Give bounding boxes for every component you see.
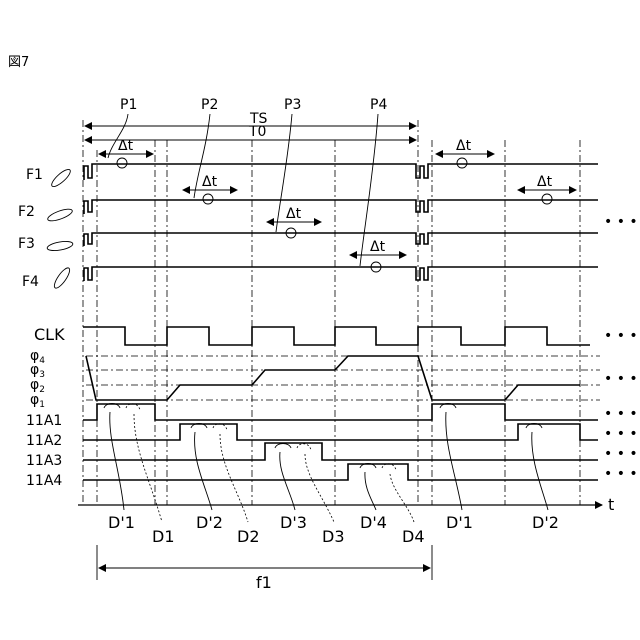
trace-11a2 [83, 424, 598, 440]
figure-id: 図7 [8, 55, 29, 70]
guide-lines [83, 120, 580, 505]
frame-traces [84, 164, 598, 281]
dots-11a2: • • • [604, 426, 638, 442]
electrode-label-11a3: 11A3 [26, 453, 62, 469]
trace-f2 [84, 200, 598, 214]
frame-label-f4: F4 [22, 274, 39, 290]
dt-brackets: Δt Δt Δt Δt Δt Δt [99, 138, 576, 255]
dt-label-3: Δt [286, 206, 302, 222]
label-d1: D1 [152, 527, 175, 546]
electrode-labels: 11A1 11A2 11A3 11A4 [26, 413, 62, 489]
dots-f: • • • [604, 214, 638, 230]
frame-label-f3: F3 [18, 236, 35, 252]
trace-f4 [84, 267, 598, 281]
pulse-label-p2: P2 [201, 97, 218, 113]
label-d-prime-1: D'1 [108, 513, 135, 532]
dots-clk: • • • [604, 328, 638, 344]
bottom-labels: D'1 D'2 D'3 D'4 D'1 D'2 D1 D2 D3 D4 [108, 513, 559, 546]
phi-labels: φ4 φ3 φ2 φ1 [30, 348, 45, 410]
electrode-traces [83, 404, 598, 480]
f1-period: f1 [97, 545, 432, 592]
trace-11a3 [83, 443, 598, 460]
f1-label: f1 [256, 573, 272, 592]
trace-11a1 [83, 404, 598, 420]
clk-label: CLK [34, 325, 65, 344]
label-d-prime-2b: D'2 [532, 513, 559, 532]
dots-11a3: • • • [604, 446, 638, 462]
label-d2: D2 [237, 527, 260, 546]
electrode-label-11a4: 11A4 [26, 473, 62, 489]
pulse-label-p1: P1 [120, 97, 137, 113]
lens-icon-f2 [46, 207, 73, 223]
continuation-dots: • • • • • • • • • • • • • • • • • • • • … [604, 214, 638, 482]
t0-label: T0 [248, 124, 266, 140]
trace-f1 [84, 164, 598, 180]
dots-11a1: • • • [604, 406, 638, 422]
frame-label-f1: F1 [26, 167, 43, 183]
trace-clk [83, 327, 590, 345]
trace-f3 [84, 233, 598, 246]
pulse-label-p4: P4 [370, 97, 387, 113]
lens-icon-f3 [47, 240, 74, 252]
label-d-prime-4: D'4 [360, 513, 387, 532]
pulse-labels: P1 P2 P3 P4 [108, 97, 387, 266]
time-axis-label: t [608, 495, 614, 514]
frame-label-f2: F2 [18, 204, 35, 220]
label-d4: D4 [402, 527, 425, 546]
lens-icon-f4 [52, 266, 72, 290]
electrode-label-11a1: 11A1 [26, 413, 62, 429]
label-d3: D3 [322, 527, 345, 546]
dt-label-4: Δt [370, 239, 386, 255]
pulse-circles [117, 158, 552, 272]
trace-11a4 [83, 464, 598, 480]
electrode-label-11a2: 11A2 [26, 433, 62, 449]
trace-phi [86, 356, 580, 400]
lens-icon-f1 [49, 167, 72, 189]
label-d-prime-1b: D'1 [446, 513, 473, 532]
dt-label-1: Δt [118, 138, 134, 154]
dt-label-6: Δt [537, 174, 553, 190]
frame-labels: F1 F2 F3 F4 [18, 167, 74, 290]
period-brackets: TS T0 [85, 111, 416, 140]
dt-label-5: Δt [456, 138, 472, 154]
pulse-label-p3: P3 [284, 97, 301, 113]
label-d-prime-3: D'3 [280, 513, 307, 532]
level-lines [86, 356, 600, 400]
dots-11a4: • • • [604, 466, 638, 482]
dots-phi: • • • [604, 371, 638, 387]
label-d-prime-2: D'2 [196, 513, 223, 532]
dt-label-2: Δt [202, 174, 218, 190]
